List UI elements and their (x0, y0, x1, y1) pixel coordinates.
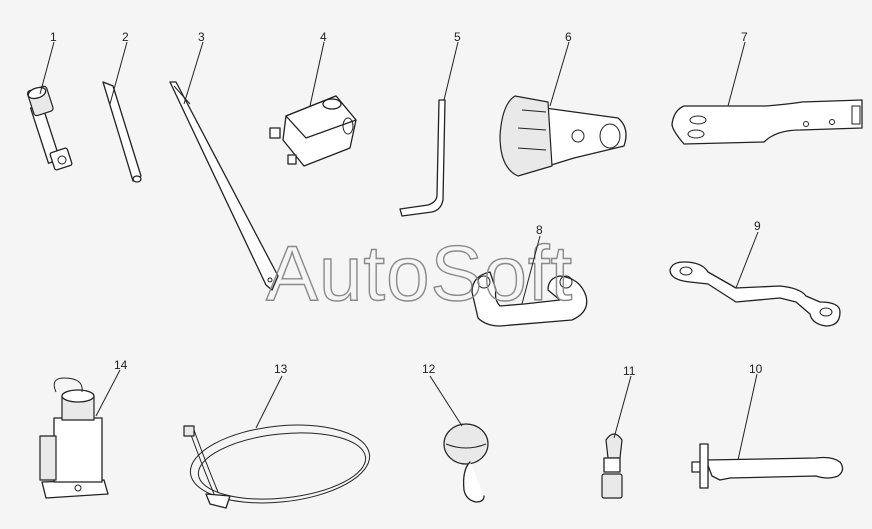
callouts: 1 2 3 4 5 6 7 8 9 10 11 12 13 14 (39, 30, 763, 461)
callout-12: 12 (422, 362, 436, 376)
callout-14: 14 (114, 358, 128, 372)
part-5-hex-key (399, 99, 446, 217)
callout-11: 11 (623, 364, 636, 378)
callout-4: 4 (320, 30, 327, 44)
part-8-link-bracket (471, 271, 588, 327)
part-14-bottle-jack (39, 377, 109, 499)
callout-6: 6 (565, 30, 572, 44)
watermark-text: AutoSoft (266, 229, 573, 317)
part-1-socket-wrench (26, 85, 73, 171)
callout-2: 2 (122, 30, 129, 44)
callout-1: 1 (50, 30, 57, 44)
callout-10: 10 (749, 362, 763, 376)
callout-9: 9 (754, 219, 761, 233)
part-13-coiled-hose (183, 424, 371, 509)
part-4-socket-block (269, 95, 357, 167)
part-11-tire-valve (601, 433, 623, 499)
callout-5: 5 (454, 30, 461, 44)
part-12-bulb-pump (443, 423, 489, 503)
part-6-filter-wrench (499, 95, 627, 177)
callout-3: 3 (198, 30, 205, 44)
callout-8: 8 (536, 223, 543, 237)
part-10-t-handle (691, 443, 844, 489)
part-9-box-wrench (669, 261, 841, 327)
part-7-forked-bar (671, 99, 863, 145)
part-2-rod (102, 81, 142, 183)
part-3-pry-bar (169, 81, 279, 291)
callout-7: 7 (741, 30, 748, 44)
callout-13: 13 (274, 362, 288, 376)
